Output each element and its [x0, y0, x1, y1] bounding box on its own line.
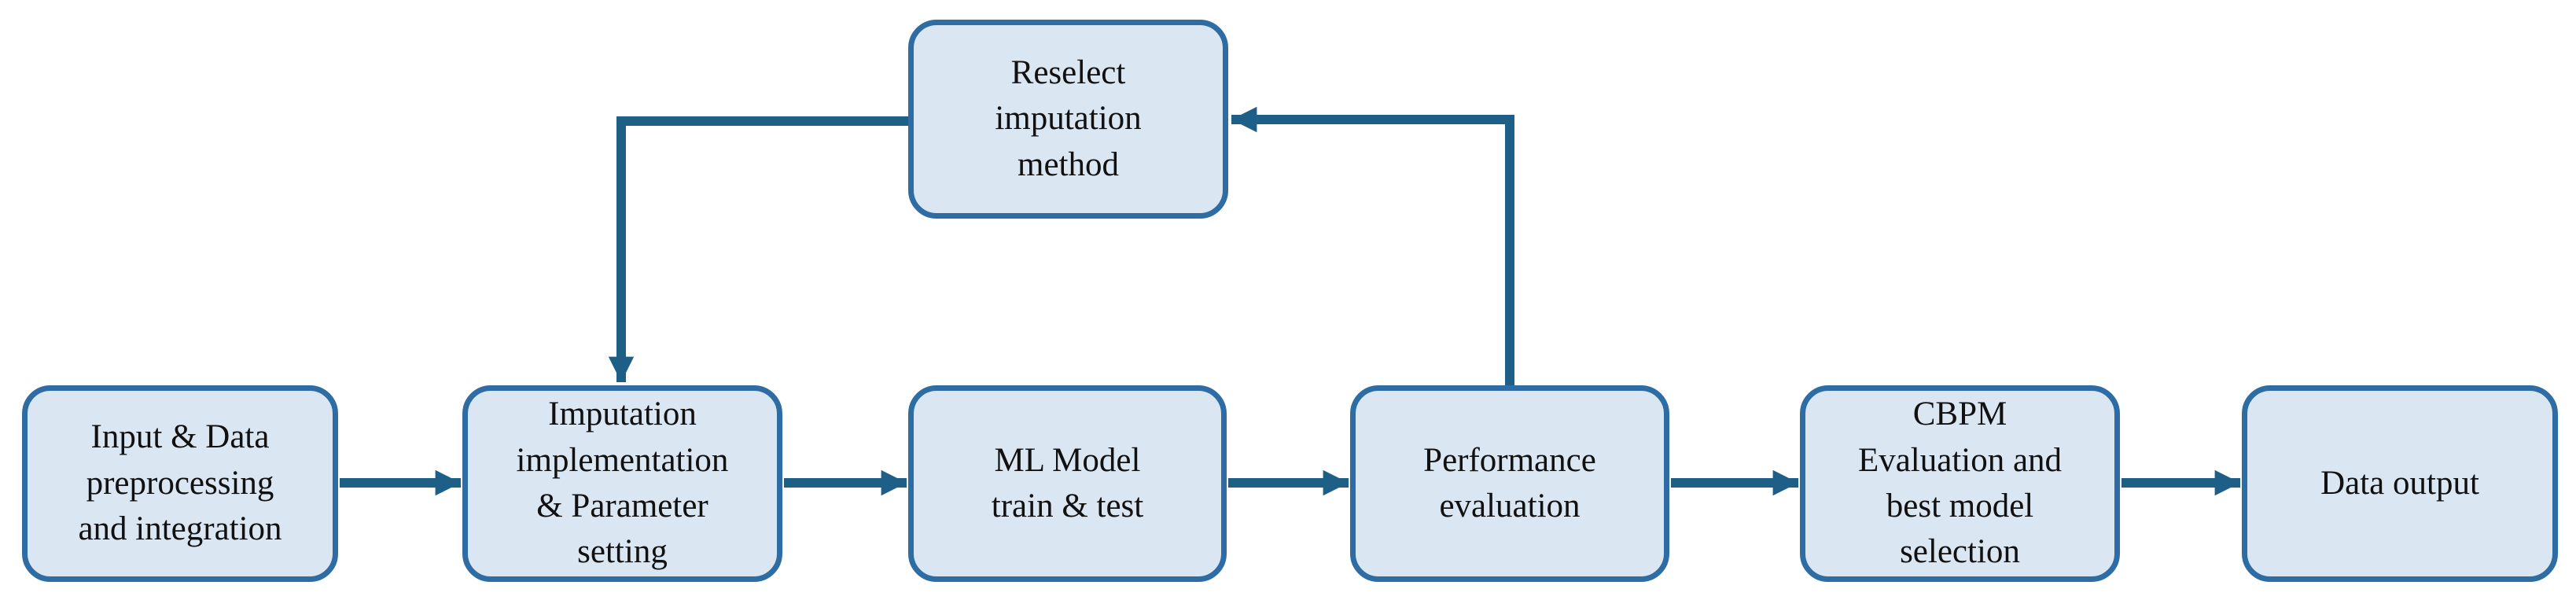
feedback-arrow-reselect-to-imputation	[608, 116, 910, 382]
flow-box-label: Data output	[2320, 464, 2479, 502]
flow-box-label: Reselect imputation method	[995, 53, 1142, 183]
flow-box-reselect-imputation-method: Reselect imputation method	[908, 20, 1228, 219]
flow-box-input-preprocessing: Input & Data preprocessing and integrati…	[22, 385, 338, 582]
flow-box-ml-model-train-test: ML Model train & test	[908, 385, 1227, 582]
flow-box-label: CBPM Evaluation and best model selection	[1857, 396, 2063, 571]
flow-box-data-output: Data output	[2242, 385, 2558, 582]
flow-box-label: Input & Data preprocessing and integrati…	[78, 418, 282, 548]
flow-box-imputation-implementation: Imputation implementation & Parameter se…	[462, 385, 782, 582]
flow-box-performance-evaluation: Performance evaluation	[1350, 385, 1669, 582]
feedback-arrow-performance-to-reselect	[1231, 106, 1514, 385]
flow-box-label: Imputation implementation & Parameter se…	[516, 396, 729, 571]
flow-box-cbpm-evaluation: CBPM Evaluation and best model selection	[1800, 385, 2120, 582]
flow-box-label: ML Model train & test	[991, 441, 1144, 525]
flow-box-label: Performance evaluation	[1423, 441, 1596, 525]
